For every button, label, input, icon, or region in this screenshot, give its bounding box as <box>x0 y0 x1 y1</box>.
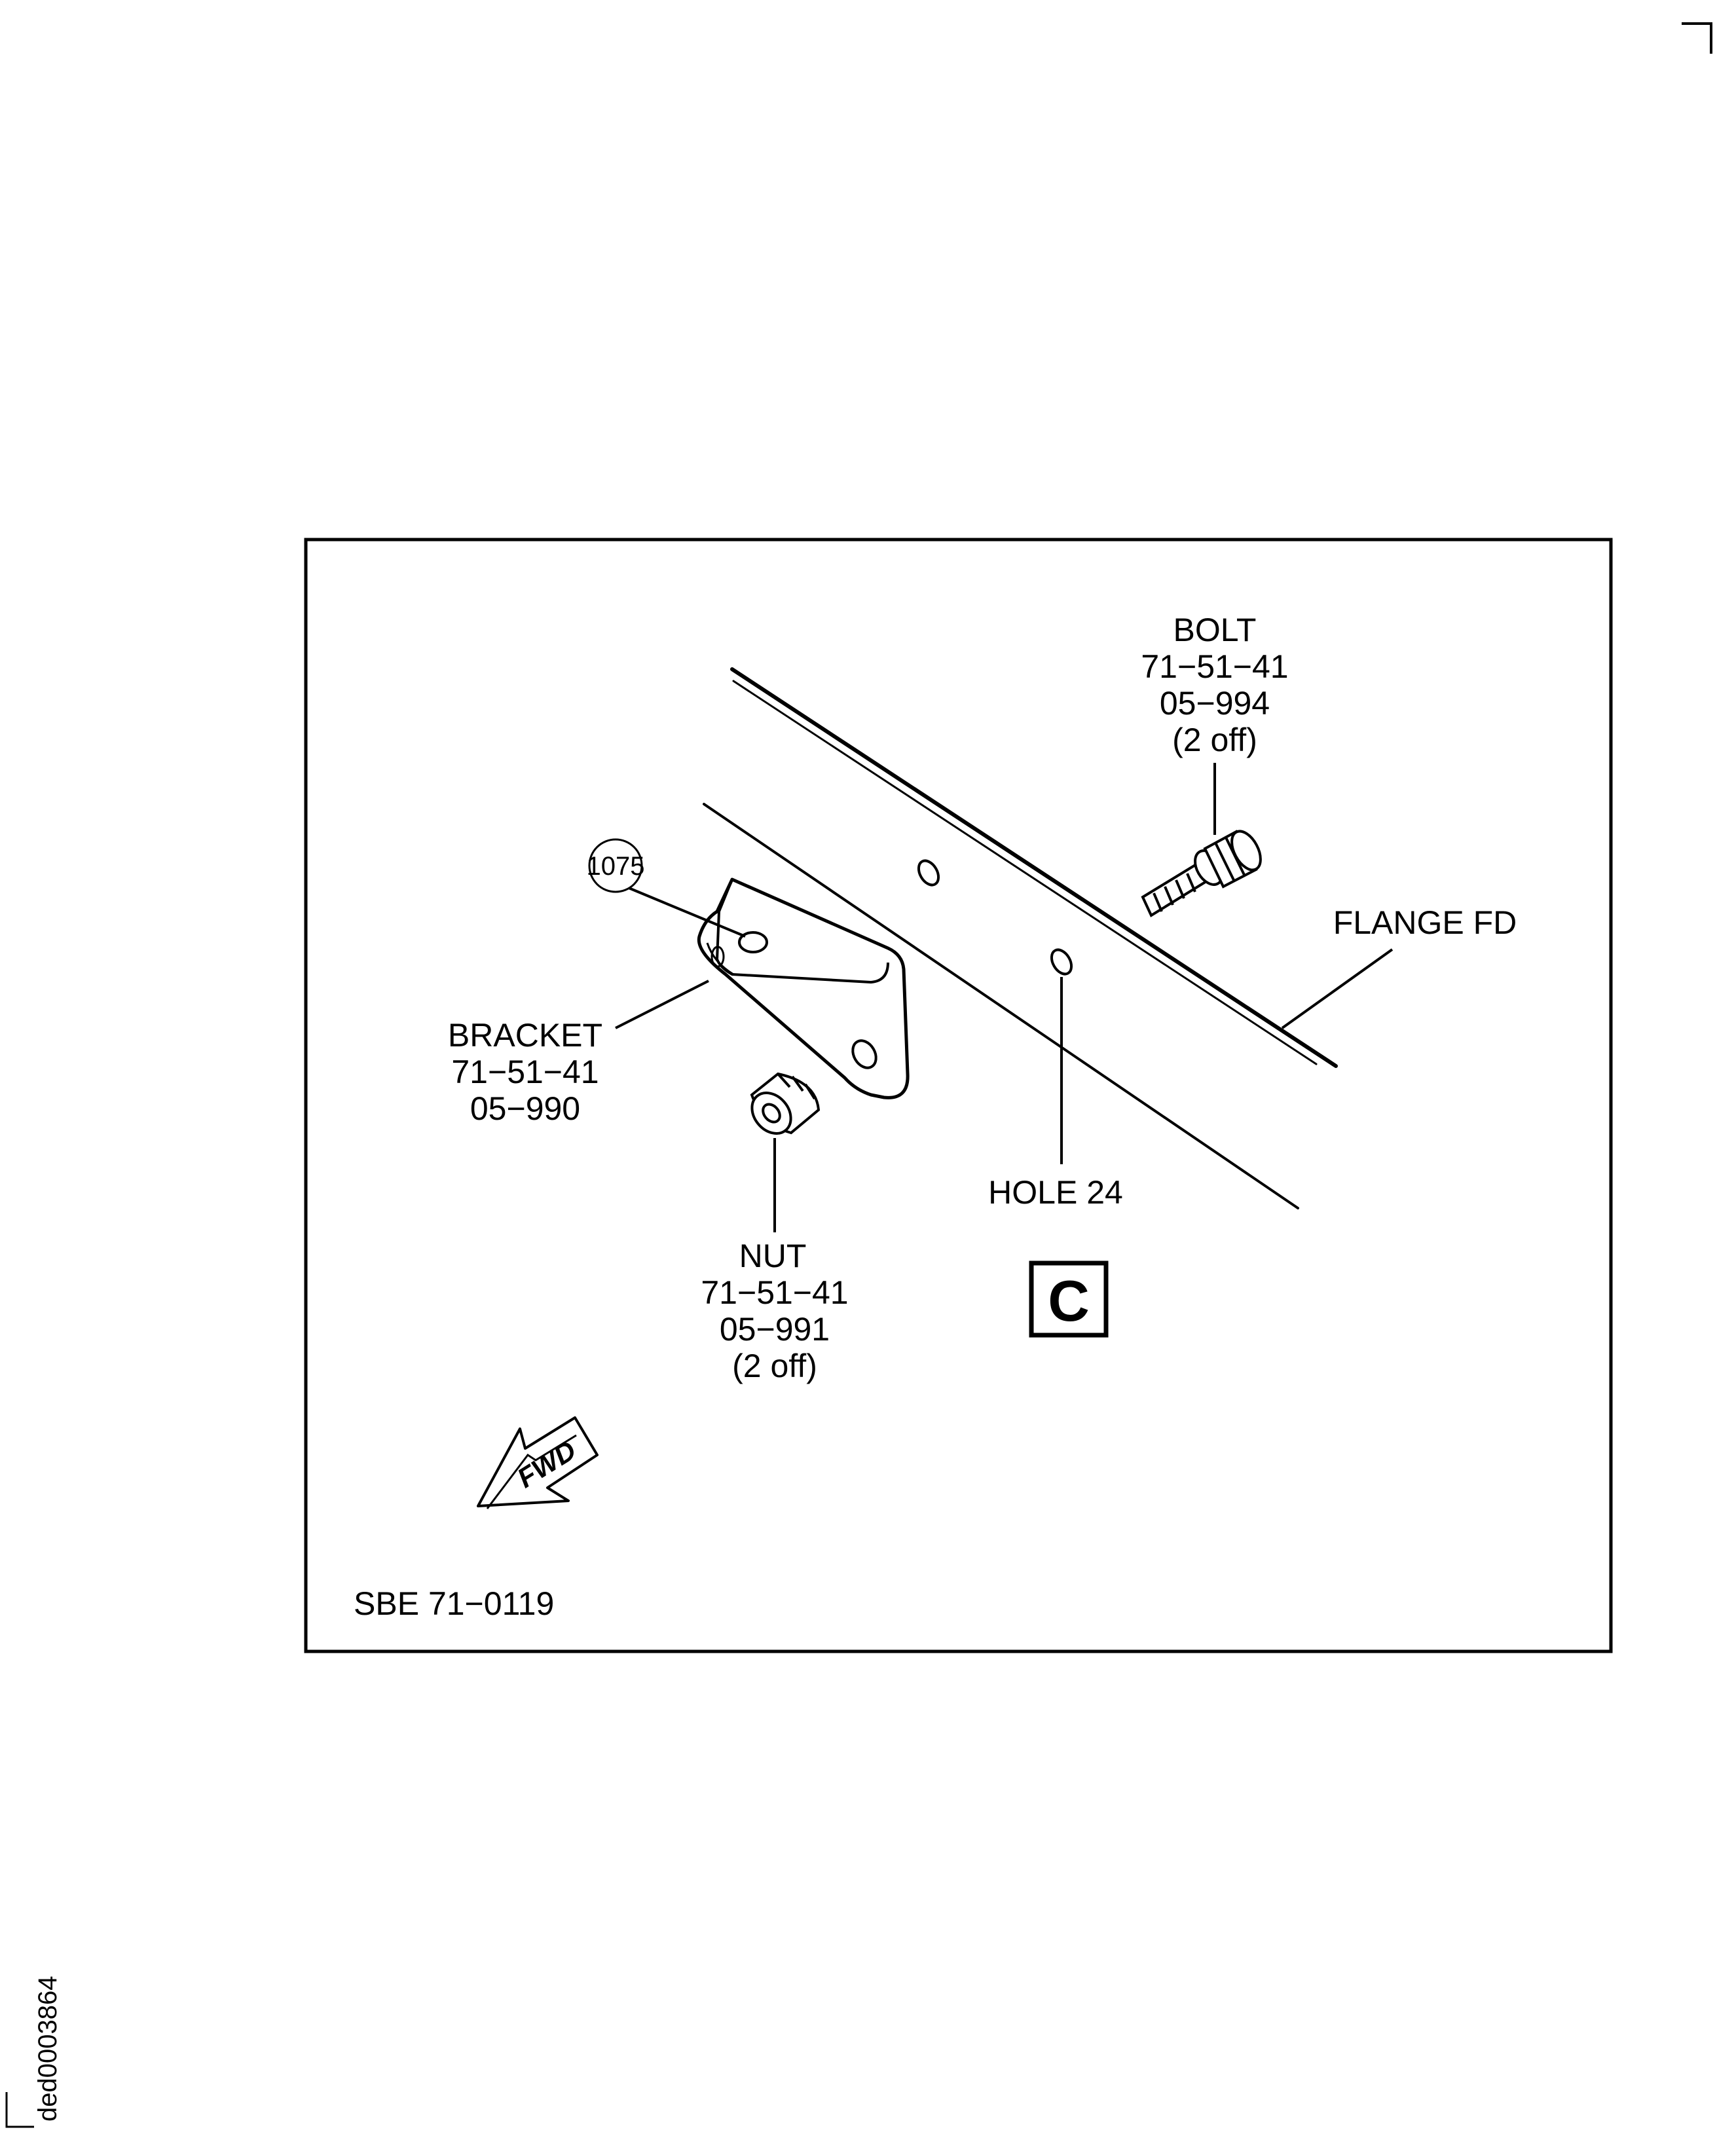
bracket-part-number-2: 05−990 <box>470 1090 580 1127</box>
view-letter: C <box>1048 1268 1090 1333</box>
figure-reference: SBE 71−0119 <box>354 1585 554 1622</box>
figure-frame <box>304 538 1613 1653</box>
view-letter-box <box>1029 1260 1109 1338</box>
nut-drawing <box>750 1072 821 1135</box>
nut-part-number-1: 71−51−41 <box>701 1274 848 1311</box>
fwd-arrow-icon: FWD <box>477 1416 599 1509</box>
bracket-part-number-1: 71−51−41 <box>451 1054 599 1090</box>
bracket-label: BRACKET <box>448 1017 602 1054</box>
leader-lines <box>615 763 1394 1232</box>
nut-label: NUT <box>739 1238 807 1274</box>
bolt-part-number-2: 05−994 <box>1160 685 1270 722</box>
bolt-part-number-1: 71−51−41 <box>1141 648 1288 685</box>
bolt-quantity: (2 off) <box>1172 722 1257 758</box>
crop-mark-bottom-left <box>5 2092 34 2128</box>
nut-part-number-2: 05−991 <box>720 1311 830 1348</box>
flange-label: FLANGE FD <box>1333 904 1517 941</box>
bolt-drawing <box>1141 830 1262 917</box>
flange-hole-upper <box>917 859 940 887</box>
hole-label: HOLE 24 <box>988 1174 1123 1211</box>
flange-structure <box>703 667 1338 1209</box>
callout-number: 1075 <box>587 852 645 881</box>
bolt-label: BOLT <box>1173 612 1257 648</box>
bracket-drawing <box>697 877 910 1099</box>
callout-circle <box>588 838 643 893</box>
side-document-code: ded0003864 <box>33 1976 62 2122</box>
crop-mark-top-right <box>1682 22 1712 54</box>
flange-hole-24 <box>1050 948 1073 976</box>
nut-quantity: (2 off) <box>732 1348 817 1384</box>
